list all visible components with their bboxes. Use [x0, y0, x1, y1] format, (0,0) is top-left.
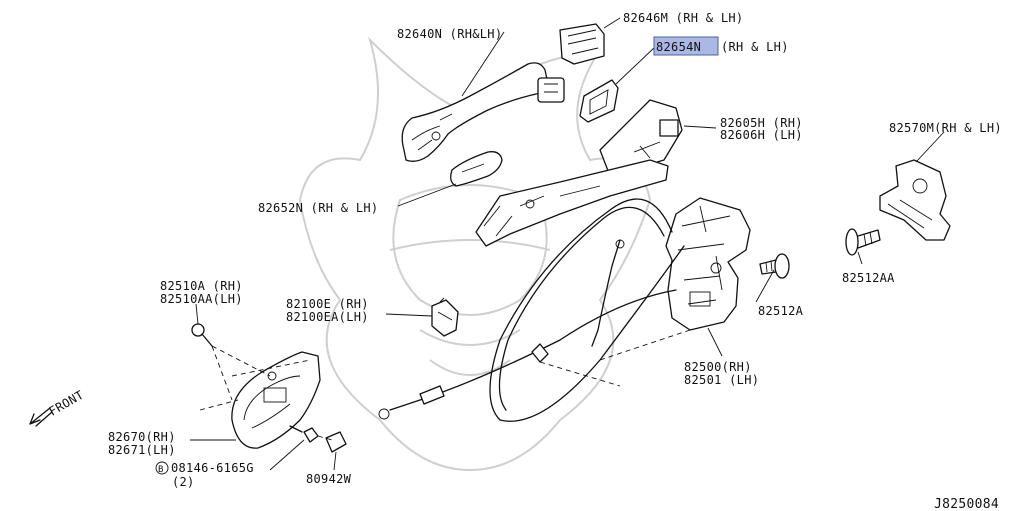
label-82646m: 82646M (RH & LH) — [623, 11, 743, 25]
callout-labels: 82646M (RH & LH) 82640N (RH&LH) 82654N (… — [108, 11, 1002, 489]
door-lock-actuator-82500 — [665, 197, 751, 331]
gasket-82654n — [579, 79, 619, 123]
dashed-guides — [199, 329, 691, 441]
label-82512aa: 82512AA — [842, 271, 895, 285]
label-82501: 82501 (LH) — [684, 373, 759, 387]
striker-82570m — [879, 159, 951, 241]
label-82500: 82500(RH) — [684, 360, 752, 374]
front-arrow-icon — [29, 407, 51, 425]
grommet-80942w — [325, 431, 347, 453]
label-front: FRONT — [47, 388, 87, 419]
label-82605h: 82605H (RH) — [720, 116, 803, 130]
label-08146: 08146-6165G — [171, 461, 254, 475]
screw-82512a — [759, 253, 790, 279]
clip-82100e — [431, 297, 459, 337]
label-bolt-b: B — [158, 465, 164, 475]
label-08146-qty: (2) — [172, 475, 195, 489]
label-82654n: 82654N — [656, 40, 701, 54]
leader-lines — [190, 17, 945, 471]
outside-handle-82640n — [401, 62, 565, 162]
label-82510a: 82510A (RH) — [160, 279, 243, 293]
front-arrow: FRONT — [29, 388, 87, 427]
label-82671: 82671(LH) — [108, 443, 176, 457]
label-82652n: 82652N (RH & LH) — [258, 201, 378, 215]
label-82654n-side: (RH & LH) — [721, 40, 789, 54]
label-82640n: 82640N (RH&LH) — [397, 27, 502, 41]
inside-handle-82670 — [231, 351, 321, 449]
label-82100ea: 82100EA(LH) — [286, 310, 369, 324]
gasket-82652n — [450, 151, 503, 187]
handle-bracket-82605h — [475, 99, 683, 247]
label-82100e: 82100E (RH) — [286, 297, 369, 311]
label-82670: 82670(RH) — [108, 430, 176, 444]
label-82570m: 82570M(RH & LH) — [889, 121, 1002, 135]
highlight-box — [653, 36, 719, 56]
bolt-82510a — [191, 323, 213, 347]
label-82510aa: 82510AA(LH) — [160, 292, 243, 306]
label-82606h: 82606H (LH) — [720, 128, 803, 142]
figure-id: J8250084 — [934, 497, 999, 511]
label-80942w: 80942W — [306, 472, 352, 486]
label-82512a: 82512A — [758, 304, 804, 318]
key-cylinder-cap-82646m — [559, 23, 605, 65]
bolt-08146 — [289, 425, 319, 443]
screw-82512aa — [845, 228, 881, 256]
bolt-circle-b-icon — [155, 461, 169, 475]
